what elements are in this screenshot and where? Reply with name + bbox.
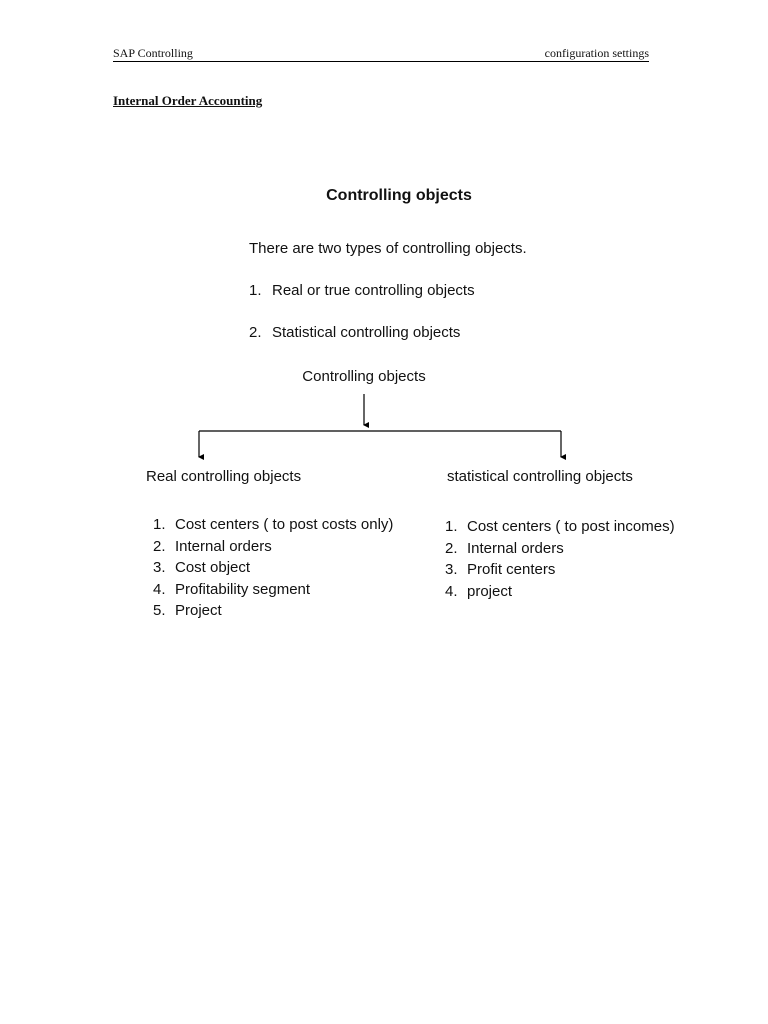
type-item: 1. Real or true controlling objects xyxy=(249,282,475,324)
header-right-text: configuration settings xyxy=(544,46,649,60)
branch-left-label: Real controlling objects xyxy=(146,468,302,485)
branch-right-label: statistical controlling objects xyxy=(447,468,633,485)
statistical-objects-list: 1. Cost centers ( to post incomes) 2. Inte… xyxy=(445,516,675,602)
list-item: 3. Cost object xyxy=(153,557,393,579)
item-label: Profit centers xyxy=(467,561,556,578)
type-label: Real or true controlling objects xyxy=(272,282,475,299)
type-number: 2. xyxy=(249,324,262,341)
item-number: 3. xyxy=(153,559,166,576)
list-item: 3. Profit centers xyxy=(445,559,675,581)
running-header: SAP Controlling configuration settings xyxy=(113,46,649,62)
figure-intro: There are two types of controlling objec… xyxy=(249,240,527,257)
type-number: 1. xyxy=(249,282,262,299)
list-item: 4. Profitability segment xyxy=(153,579,393,601)
types-list: 1. Real or true controlling objects 2. Sta… xyxy=(249,282,475,366)
item-number: 2. xyxy=(153,537,166,555)
list-item: 4. project xyxy=(445,581,675,603)
item-number: 5. xyxy=(153,602,166,619)
item-label: Profitability segment xyxy=(175,580,311,598)
list-item: 2. Internal orders xyxy=(445,538,675,560)
list-item: 5. Project xyxy=(153,600,393,622)
list-item: 2. Internal orders xyxy=(153,536,393,558)
item-number: 1. xyxy=(445,518,458,535)
tree-root-label: Controlling objects xyxy=(302,368,426,385)
item-label: project xyxy=(467,582,513,600)
type-item: 2. Statistical controlling objects xyxy=(249,324,475,366)
header-left-text: SAP Controlling xyxy=(113,46,193,60)
item-number: 4. xyxy=(153,580,166,598)
item-number: 3. xyxy=(445,561,458,578)
item-number: 2. xyxy=(445,539,458,557)
item-label: Cost centers ( to post incomes) xyxy=(467,518,675,535)
type-label: Statistical controlling objects xyxy=(272,324,461,341)
list-item: 1. Cost centers ( to post incomes) xyxy=(445,516,675,538)
item-label: Project xyxy=(175,602,222,619)
item-number: 4. xyxy=(445,582,458,600)
item-label: Internal orders xyxy=(175,537,272,555)
section-title: Internal Order Accounting xyxy=(113,93,263,108)
real-objects-list: 1. Cost centers ( to post costs only) 2. I… xyxy=(153,514,393,622)
item-number: 1. xyxy=(153,516,166,533)
figure-title: Controlling objects xyxy=(326,187,472,204)
item-label: Cost object xyxy=(175,559,251,576)
item-label: Internal orders xyxy=(467,539,564,557)
item-label: Cost centers ( to post costs only) xyxy=(175,516,394,533)
list-item: 1. Cost centers ( to post costs only) xyxy=(153,514,393,536)
